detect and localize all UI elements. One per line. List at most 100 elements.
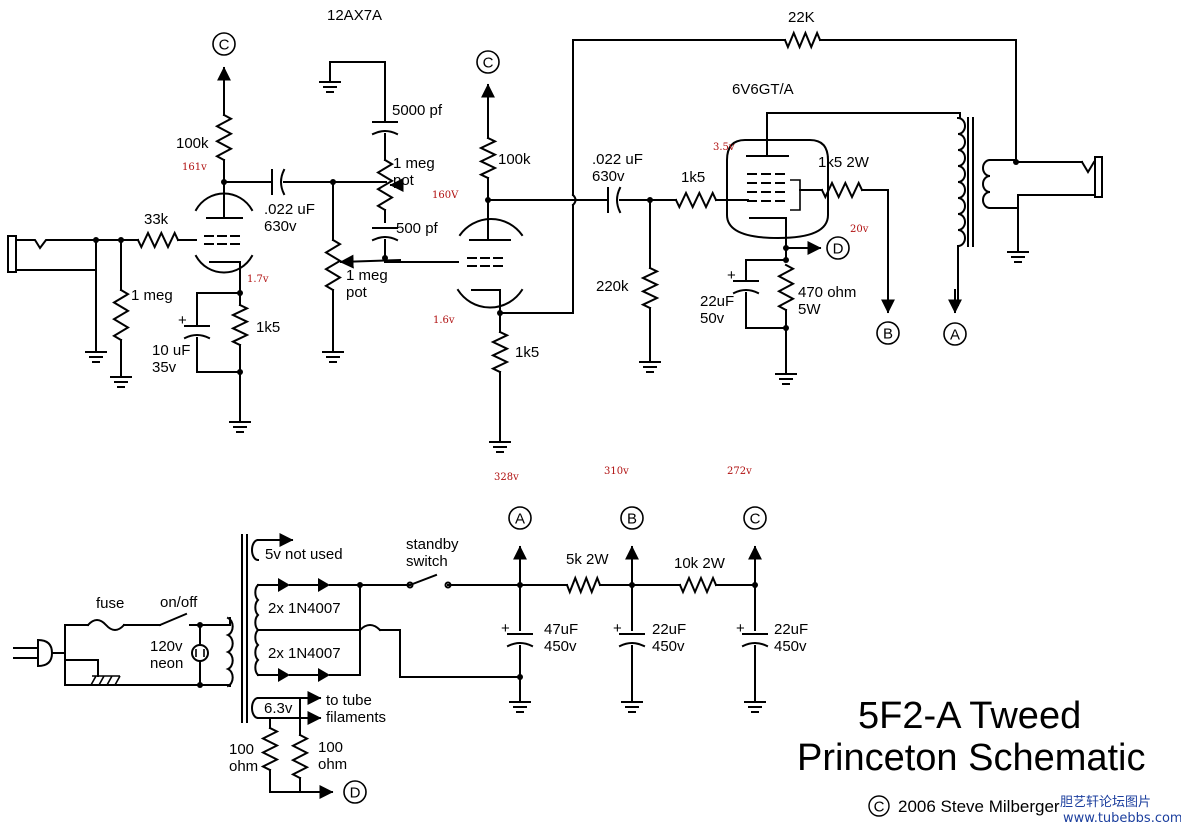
node-c-v2	[476, 50, 500, 74]
wire-jump	[358, 624, 382, 632]
pot-tone-wiper	[339, 254, 402, 269]
cap-filter-22uf-b-plus: +	[613, 620, 622, 637]
label-1k5-b: 1k5	[515, 344, 539, 361]
resistor-hum1	[260, 726, 280, 772]
label-diodes2: 2x 1N4007	[268, 645, 341, 662]
title-line2: Princeton Schematic	[797, 737, 1146, 779]
wire-gnd-top	[329, 61, 386, 81]
resistor-1meg	[112, 288, 130, 342]
switch-onoff	[158, 612, 188, 627]
cap-filter-47uf-plus: +	[501, 620, 510, 637]
standby-contact2	[444, 581, 452, 589]
node-d-top-letter: D	[833, 241, 844, 258]
node-a-bottom-letter: A	[515, 511, 525, 528]
node-c-v1-letter: C	[219, 37, 230, 54]
wire	[819, 39, 1017, 161]
tube-v2-bottom	[456, 288, 524, 309]
neon-lamp	[191, 644, 209, 662]
node-b-bottom-letter: B	[627, 511, 637, 528]
diode2	[318, 578, 330, 592]
resistor-470ohm	[776, 263, 796, 312]
resistor-33k	[136, 230, 180, 250]
volt-161v: 161v	[182, 162, 207, 173]
cap-filter-22uf-b-curve	[618, 642, 646, 648]
wire	[379, 629, 521, 678]
watermark-url: www.tubebbs.com	[1063, 811, 1181, 826]
label-5v: 5v not used	[265, 546, 343, 563]
title-line1: 5F2-A Tweed	[858, 695, 1081, 737]
pot-volume	[376, 158, 394, 212]
label-5k: 5k 2W	[566, 551, 609, 568]
input-jack-body	[7, 235, 17, 273]
label-6v3: 6.3v	[264, 700, 293, 717]
input-jack-tip	[15, 239, 97, 250]
pot-tone	[324, 238, 342, 292]
label-5000pf: 5000 pf	[392, 102, 443, 119]
tube-v3-grids	[747, 173, 785, 202]
switch-standby	[408, 573, 438, 587]
tube-v1-top	[194, 192, 254, 212]
label-500pf: 500 pf	[396, 220, 439, 237]
standby-contact1	[406, 581, 414, 589]
junction-dot	[237, 369, 243, 375]
resistor-plate-100k	[214, 113, 234, 162]
node-c-v1	[212, 32, 236, 56]
resistor-5k	[565, 575, 602, 595]
wire	[861, 189, 889, 306]
label-100k-1: 100k	[176, 135, 209, 152]
node-a-top-letter: A	[950, 327, 960, 344]
cap-500pf-curve	[371, 236, 399, 242]
junction-dot	[783, 325, 789, 331]
label-220k: 220k	[596, 278, 629, 295]
node-b-bottom	[620, 506, 644, 530]
label-1k5-c: 1k5	[681, 169, 705, 186]
wires	[51, 39, 1095, 793]
tube-v1-cathode	[209, 261, 241, 273]
wire	[939, 112, 961, 119]
cap-filter-22uf-c-curve	[741, 642, 769, 648]
label-12ax7a: 12AX7A	[327, 7, 382, 24]
pt-heater	[251, 696, 260, 720]
wire	[329, 584, 361, 676]
cap-5000pf-curve	[371, 130, 399, 136]
tube-v1-bottom	[194, 254, 254, 274]
node-c-bottom-letter: C	[750, 511, 761, 528]
tube-v2-top	[458, 218, 524, 237]
wire	[64, 659, 99, 677]
node-c-v2-letter: C	[483, 55, 494, 72]
copyright-symbol: C	[874, 799, 885, 816]
label-onoff: on/off	[160, 594, 198, 611]
cap-cathode-22uf-curve	[732, 289, 760, 295]
label-10k: 10k 2W	[674, 555, 726, 572]
speaker-jack-body	[1094, 156, 1103, 198]
resistor-plate2-100k	[478, 136, 498, 180]
wire	[196, 337, 241, 373]
resistor-grid-1k5	[674, 190, 718, 210]
node-d-top	[826, 236, 850, 260]
wire	[572, 39, 786, 196]
node-b-top-letter: B	[883, 326, 893, 343]
ot-primary	[956, 116, 966, 248]
resistor-10k	[678, 575, 718, 595]
cap-coupling-022-curve	[280, 168, 286, 196]
label-100k-2: 100k	[498, 151, 531, 168]
wire	[499, 204, 574, 314]
node-a-bottom	[508, 506, 532, 530]
tube-v3-envelope	[726, 139, 829, 240]
diode1	[278, 578, 290, 592]
label-1k5-a: 1k5	[256, 319, 280, 336]
cap-cathode-22uf-plus: +	[727, 267, 736, 284]
ot-secondary	[982, 158, 992, 210]
ps-primary	[225, 616, 234, 688]
